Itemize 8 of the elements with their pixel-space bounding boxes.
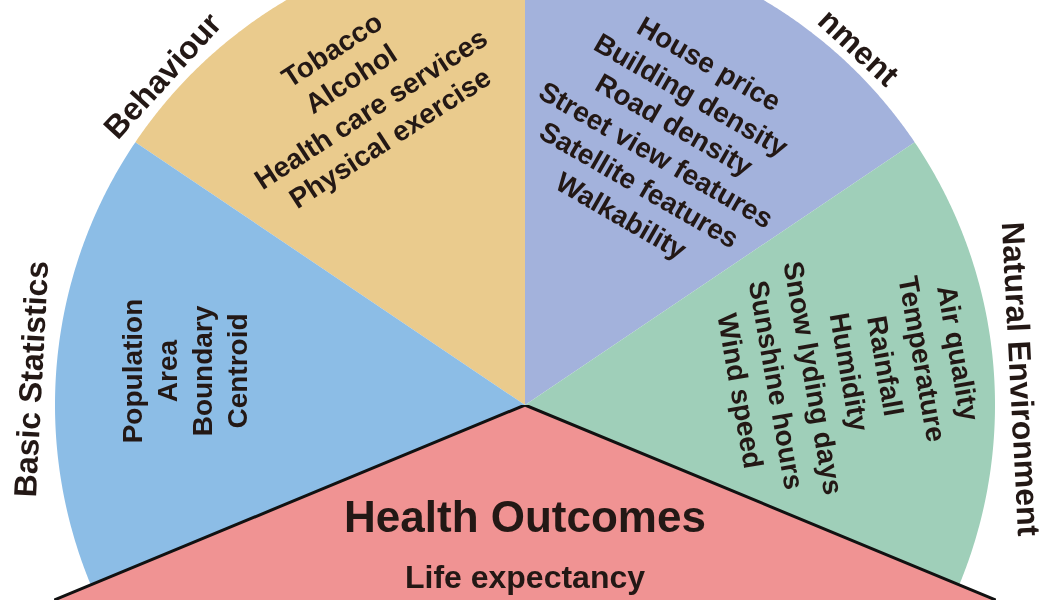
sector-title: Natural Environment [993, 220, 1047, 538]
sector-title: Health Outcomes [344, 492, 706, 542]
variable-label: Area [151, 339, 184, 403]
sector-title: Basic Statistics [7, 259, 57, 499]
variable-label: Population [116, 298, 149, 444]
variable-label: Centroid [221, 313, 254, 429]
variable-label: Boundary [186, 305, 219, 437]
variable-label: Life expectancy [404, 560, 646, 596]
